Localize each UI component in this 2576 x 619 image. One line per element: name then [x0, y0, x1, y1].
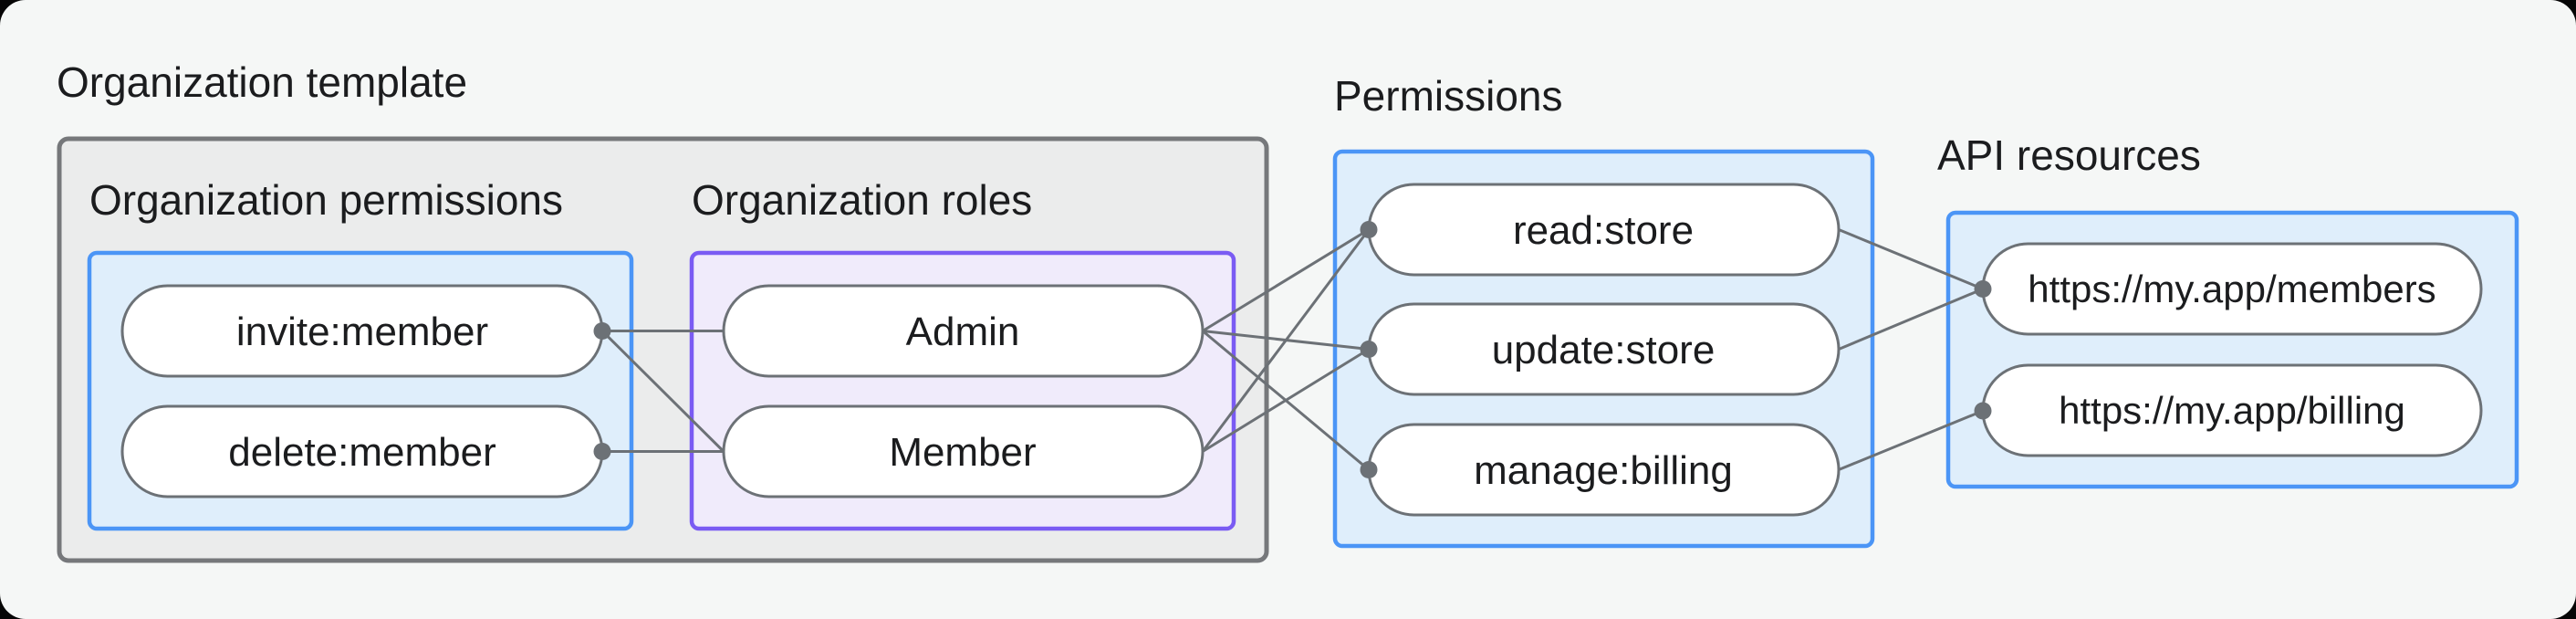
node-delete-member: delete:member [120, 404, 604, 498]
edge-member-to-read-store [1201, 228, 1371, 453]
node-admin: Admin [722, 284, 1205, 378]
node-label: https://my.app/members [2028, 268, 2435, 310]
node-pill [722, 284, 1205, 378]
edge-member-to-update-store [1202, 348, 1370, 453]
org-permissions-label: Organization permissions [89, 176, 563, 224]
node-pill [722, 404, 1205, 498]
connection-dot [1974, 280, 1992, 298]
node-label: invite:member [236, 310, 488, 354]
node-label: delete:member [228, 430, 495, 475]
connection-dot [593, 443, 611, 460]
edge-invite-member-to-member [600, 330, 725, 453]
node-member: Member [722, 404, 1205, 498]
edge-read-store-to-members-api [1838, 228, 1984, 290]
node-label: manage:billing [1474, 448, 1733, 493]
node-invite-member: invite:member [120, 284, 604, 378]
connection-dot [1974, 402, 1992, 420]
node-manage-billing: manage:billing [1367, 423, 1841, 517]
node-label: Admin [906, 310, 1020, 354]
node-api-members: https://my.app/members [1981, 242, 2483, 336]
permissions-label: Permissions [1334, 72, 1563, 120]
edge-update-store-to-members-api [1838, 288, 1984, 351]
org-template-title: Organization template [57, 58, 467, 106]
node-api-billing: https://my.app/billing [1981, 363, 2483, 457]
edge-admin-to-read-store [1202, 228, 1370, 332]
org-roles-label: Organization roles [692, 176, 1032, 224]
node-read-store: read:store [1367, 183, 1841, 277]
connection-dot [593, 322, 611, 340]
connection-dot [1360, 341, 1378, 358]
node-update-store: update:store [1367, 302, 1841, 396]
dots-layer [593, 221, 1992, 478]
connection-dot [1360, 221, 1378, 238]
connection-dot [1360, 461, 1378, 478]
edges-layer [600, 228, 1984, 471]
node-label: Member [889, 430, 1036, 475]
node-label: https://my.app/billing [2059, 389, 2405, 432]
node-label: read:store [1513, 208, 1694, 253]
api-resources-label: API resources [1937, 131, 2201, 179]
node-label: update:store [1492, 328, 1716, 372]
edge-manage-billing-to-billing-api [1838, 409, 1984, 471]
